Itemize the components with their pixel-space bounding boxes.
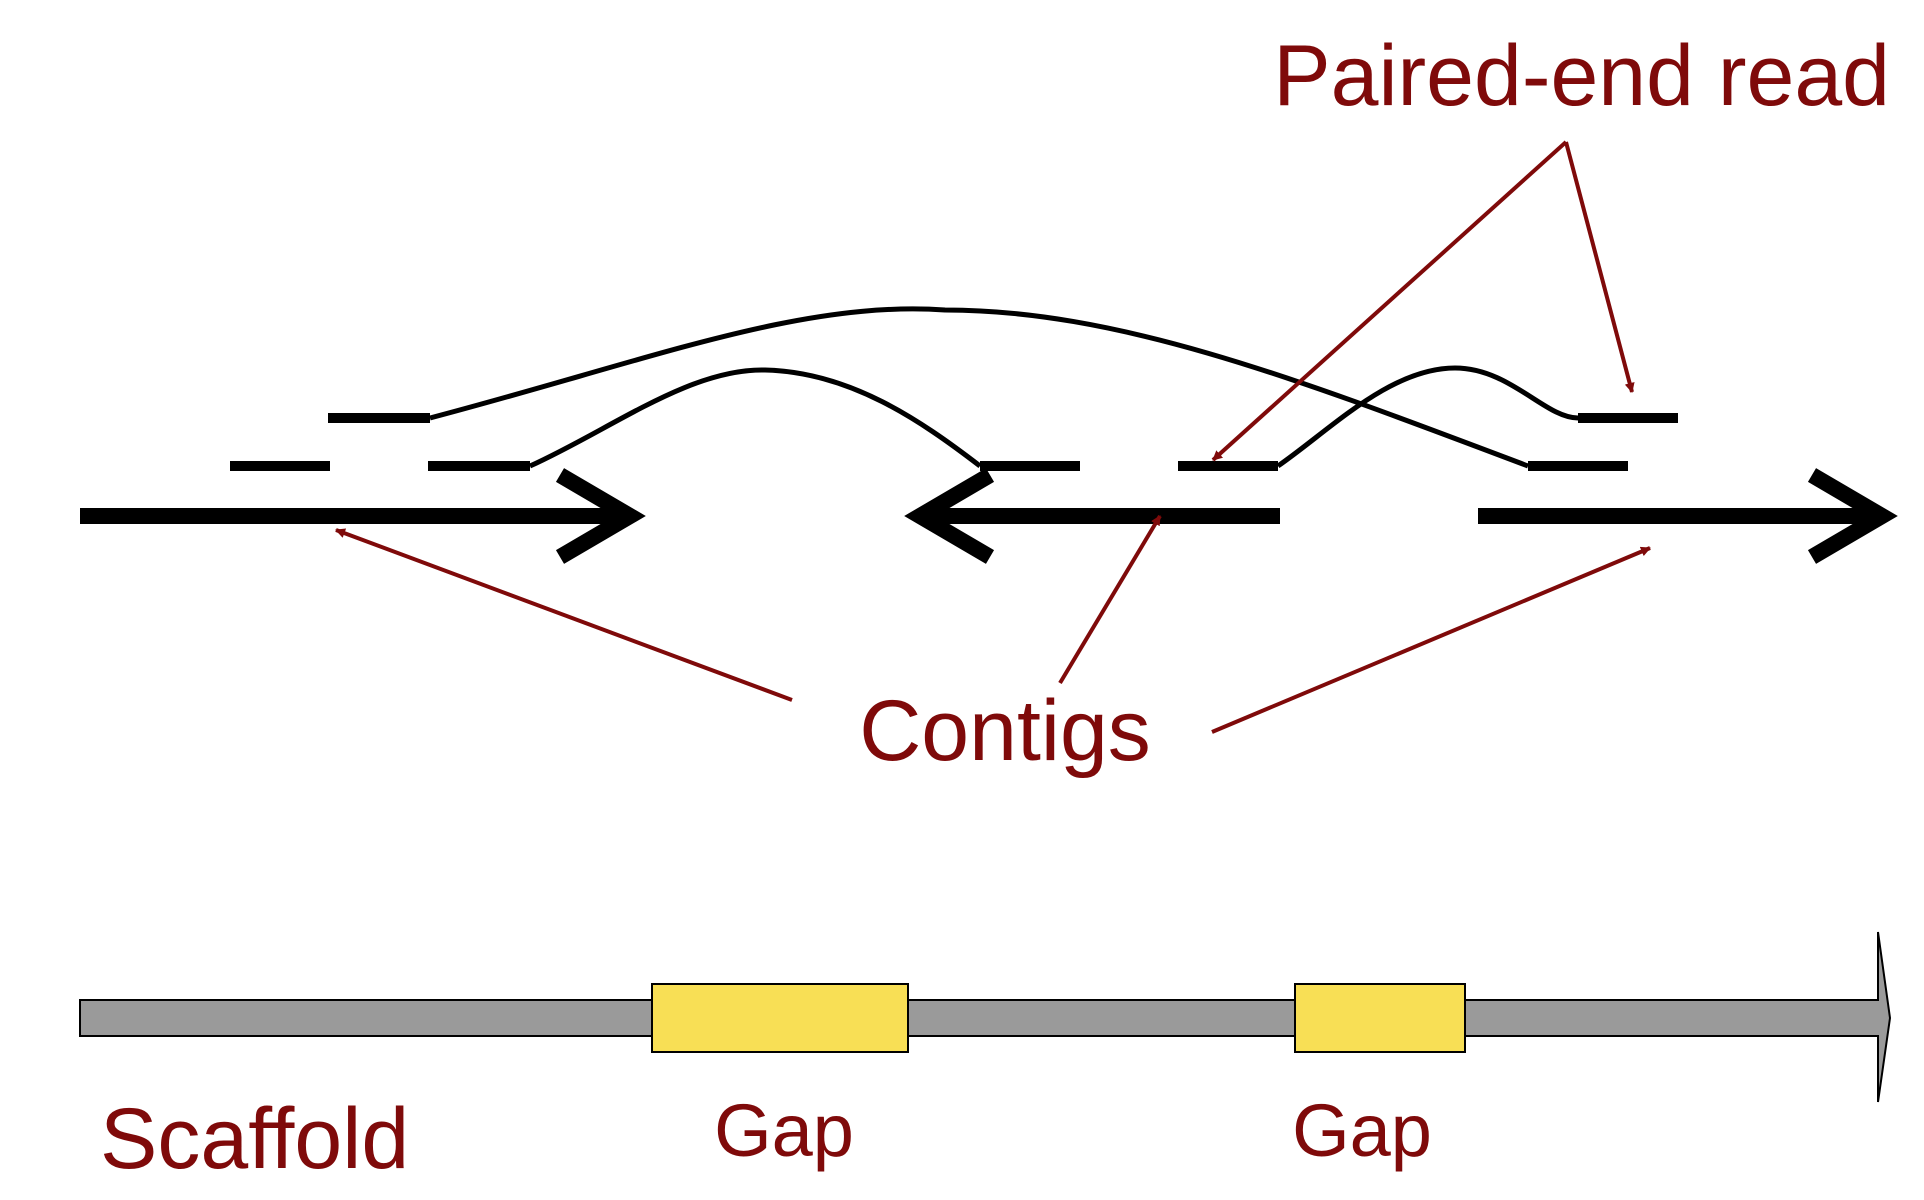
pair-link-long [429,306,1529,469]
contig-3 [1478,468,1898,564]
paired-end-read-label: Paired-end read [1273,28,1890,124]
scaffold-bar [79,931,1892,1103]
contigs-label: Contigs [859,683,1151,779]
contigs-arrow-2 [1058,514,1162,685]
paired-read-arrow-2 [1564,141,1635,393]
gap-block-2 [1294,983,1466,1053]
scaffold-label: Scaffold [100,1091,409,1187]
contig-2 [904,468,1280,564]
reads [230,413,1678,471]
gap-label-1: Gap [714,1089,854,1172]
pair-links [429,306,1579,469]
paired-read-arrow-1 [1211,140,1568,462]
pair-link-right [1276,365,1579,469]
gap-label-2: Gap [1292,1089,1432,1172]
pair-link-left [528,367,982,469]
contig-1 [80,468,646,564]
annotation-arrows [335,140,1651,734]
contigs-arrow-3 [1211,546,1651,734]
gap-block-1 [651,983,909,1053]
contigs-arrow-1 [335,528,793,702]
